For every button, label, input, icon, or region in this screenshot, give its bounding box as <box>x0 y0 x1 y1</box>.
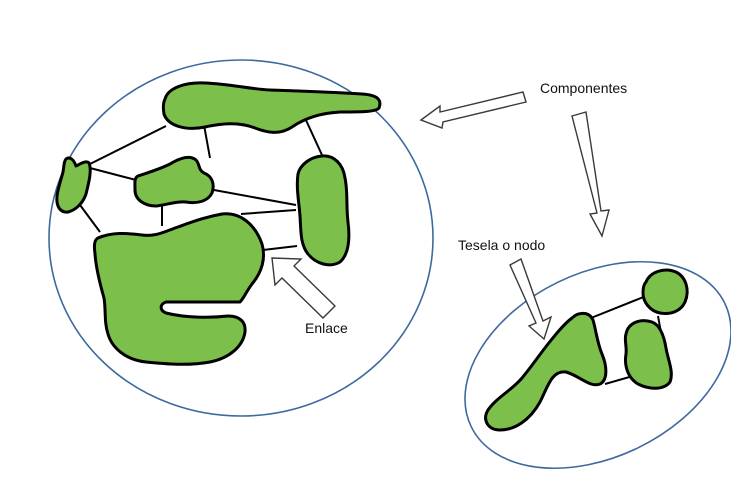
components-label: Componentes <box>540 80 627 96</box>
link <box>88 126 166 165</box>
link <box>605 376 633 384</box>
patch-tile <box>94 214 263 365</box>
patch-tile <box>57 158 90 212</box>
component-small: Tesela o nodo <box>431 221 731 493</box>
link <box>263 246 297 250</box>
tile-pointer-arrow <box>510 259 551 339</box>
link <box>214 190 296 205</box>
link <box>80 205 100 232</box>
link <box>241 210 296 214</box>
link <box>204 125 210 158</box>
patch-tile <box>135 157 213 206</box>
patch-tile <box>297 156 349 265</box>
link <box>305 118 322 155</box>
link-pointer-arrow <box>272 258 335 318</box>
tile-label: Tesela o nodo <box>458 237 545 253</box>
patch-tile <box>625 321 671 389</box>
link-label: Enlace <box>305 320 348 336</box>
component-large: Enlace <box>49 60 433 416</box>
link <box>90 168 136 180</box>
components-callout: Componentes <box>421 80 627 236</box>
link <box>586 296 646 320</box>
components-arrow-to-large <box>421 92 526 128</box>
patch-tile <box>643 270 687 313</box>
components-arrow-to-small <box>572 112 609 236</box>
